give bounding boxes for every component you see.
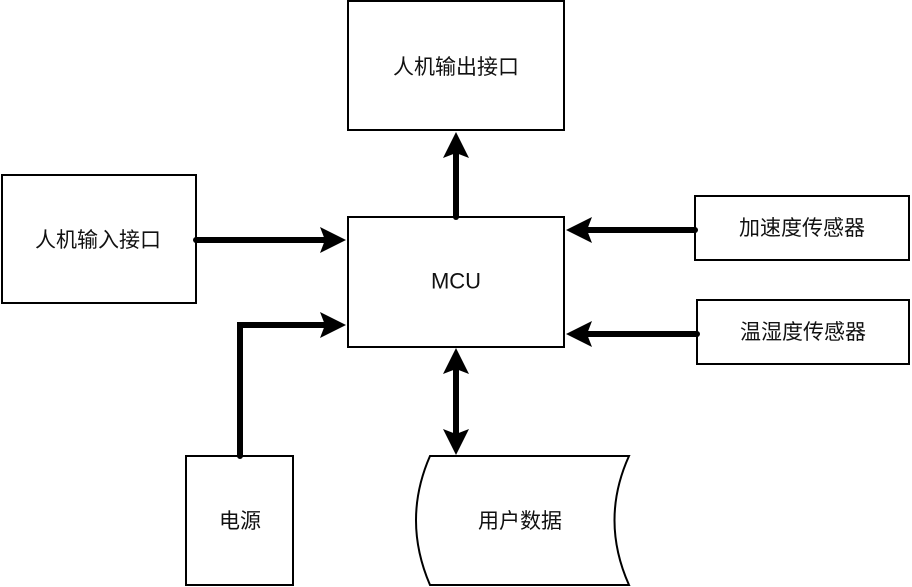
edge-mcu-to-hmi-output (443, 132, 469, 220)
user-data-shape (415, 455, 631, 586)
arrowhead-left-icon (566, 217, 592, 243)
arrowhead-left-icon (566, 321, 592, 347)
node-power: 电源 (185, 455, 294, 586)
hmi-output-box (347, 0, 565, 131)
temp-humidity-sensor-box (696, 299, 910, 365)
edge-mcu-user-data-bidirectional (443, 348, 469, 455)
node-accel-sensor: 加速度传感器 (694, 195, 910, 261)
arrowhead-right-icon (320, 312, 346, 338)
accel-sensor-label: 加速度传感器 (739, 216, 865, 240)
arrowhead-up-icon (443, 348, 469, 374)
node-hmi-input: 人机输入接口 (1, 174, 197, 304)
hmi-input-box (1, 174, 197, 304)
accel-sensor-box (694, 195, 910, 261)
hmi-input-label: 人机输入接口 (35, 228, 161, 252)
temp-humidity-sensor-label: 温湿度传感器 (740, 320, 866, 344)
user-data-label: 用户数据 (478, 509, 562, 533)
edge-accel-sensor-to-mcu (566, 217, 698, 243)
edge-hmi-input-to-mcu (193, 227, 346, 253)
node-temp-humidity-sensor: 温湿度传感器 (696, 299, 910, 365)
power-box (185, 455, 294, 586)
arrowhead-down-icon (443, 429, 469, 455)
edge-power-to-mcu (237, 312, 346, 459)
edge-temp-humidity-sensor-to-mcu (566, 321, 700, 347)
mcu-label: MCU (431, 269, 481, 294)
arrowhead-up-icon (443, 132, 469, 158)
arrowhead-right-icon (320, 227, 346, 253)
connector-line (237, 322, 329, 459)
hmi-output-label: 人机输出接口 (393, 55, 519, 79)
power-label: 电源 (219, 509, 261, 533)
node-hmi-output: 人机输出接口 (347, 0, 565, 131)
node-mcu: MCU (347, 216, 565, 348)
node-user-data: 用户数据 (415, 455, 631, 586)
